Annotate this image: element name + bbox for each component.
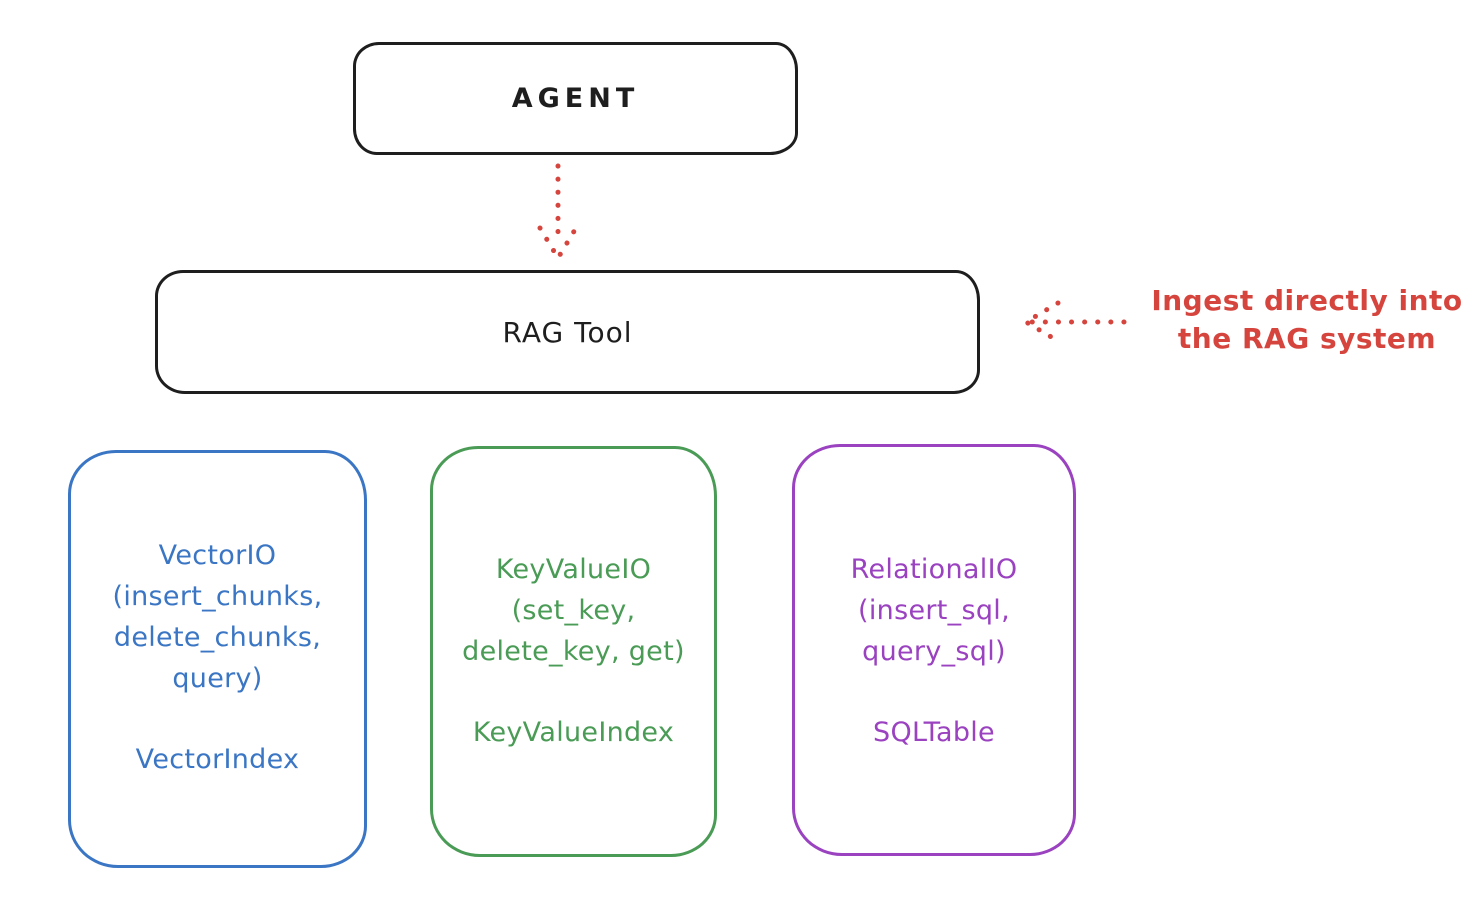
card-line: (insert_chunks, (112, 581, 323, 612)
vector-io-card: VectorIO (insert_chunks, delete_chunks, … (68, 450, 367, 868)
card-spacer (795, 672, 1073, 712)
card-line: RelationalIO (850, 554, 1018, 585)
annotation-dotted-arrow-icon (1021, 300, 1127, 344)
agent-label: AGENT (511, 83, 640, 114)
keyvalue-io-card-text: KeyValueIO (set_key, delete_key, get) Ke… (433, 549, 714, 753)
annotation-text: Ingest directly into the RAG system (1142, 282, 1472, 358)
card-line: query_sql) (862, 636, 1006, 667)
card-line: query) (172, 663, 263, 694)
card-line: KeyValueIO (495, 554, 652, 585)
agent-to-rag-dotted-arrow-icon (537, 163, 579, 263)
rag-tool-label: RAG Tool (502, 315, 633, 349)
relational-io-card-text: RelationalIO (insert_sql, query_sql) SQL… (795, 549, 1073, 753)
annotation-line-1: Ingest directly into (1151, 284, 1463, 317)
card-index-label: VectorIndex (135, 744, 300, 775)
vector-io-card-text: VectorIO (insert_chunks, delete_chunks, … (71, 535, 364, 780)
card-line: delete_key, get) (462, 636, 685, 667)
keyvalue-io-card: KeyValueIO (set_key, delete_key, get) Ke… (430, 446, 717, 857)
relational-io-card: RelationalIO (insert_sql, query_sql) SQL… (792, 444, 1076, 856)
card-spacer (71, 699, 364, 739)
card-spacer (433, 672, 714, 712)
card-line: (set_key, (511, 595, 636, 626)
rag-tool-node: RAG Tool (155, 270, 980, 394)
agent-node: AGENT (353, 42, 798, 155)
card-line: VectorIO (158, 540, 277, 571)
card-line: (insert_sql, (858, 595, 1010, 626)
card-line: delete_chunks, (113, 622, 322, 653)
card-index-label: SQLTable (873, 717, 995, 748)
card-index-label: KeyValueIndex (472, 717, 675, 748)
annotation-line-2: the RAG system (1177, 322, 1437, 355)
